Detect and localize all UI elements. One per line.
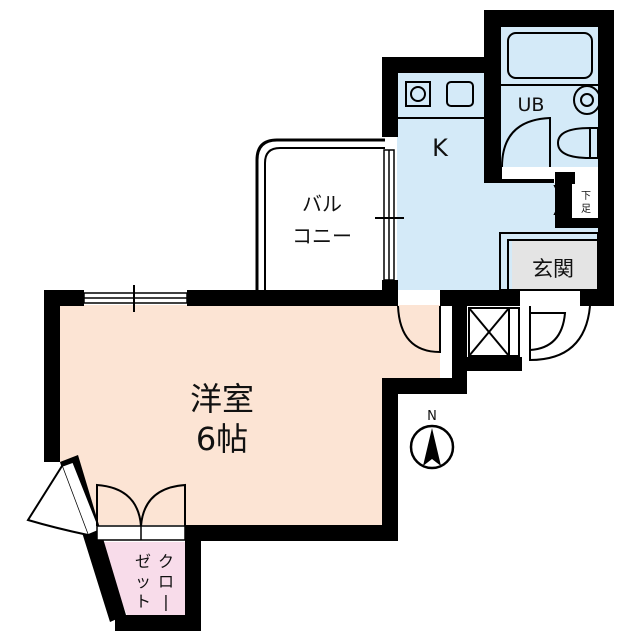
western-room-label: 洋室 (190, 380, 254, 418)
door-kitchen-to-room (397, 293, 441, 354)
closet-label-col1: クロ| (158, 552, 174, 611)
balcony-label-2: コニー (292, 224, 352, 248)
window-kitchen-balcony (375, 149, 404, 281)
unit-bath-label: UB (518, 94, 545, 116)
stove-icon (405, 81, 431, 107)
entrance-floor (512, 240, 598, 290)
shoe-box-label-2: 足 (581, 203, 591, 215)
closet-doors (96, 483, 186, 541)
door-bathroom (501, 116, 554, 179)
bathtub-icon (507, 32, 593, 79)
utility-space (468, 307, 520, 357)
balcony-label-1: バル (302, 192, 342, 216)
sink-icon (446, 81, 474, 107)
compass-label: N (427, 409, 437, 424)
shoe-box (553, 184, 598, 218)
window-western-room (83, 285, 188, 312)
compass-north-icon (409, 424, 455, 470)
kitchen-label: K (432, 134, 449, 162)
shoe-box-label-1: 下 (581, 191, 591, 202)
closet-label-col2: ゼット (135, 552, 151, 611)
western-room-floor (60, 305, 440, 525)
toilet-icon (556, 126, 599, 160)
walls (44, 10, 614, 631)
door-entrance (520, 293, 591, 362)
western-room-size: 6帖 (196, 420, 248, 458)
washbasin-icon (573, 85, 601, 115)
kitchen-floor (397, 72, 598, 290)
entrance-label: 玄関 (532, 257, 574, 281)
balcony-railing (255, 138, 385, 293)
closet-floor (97, 542, 185, 615)
